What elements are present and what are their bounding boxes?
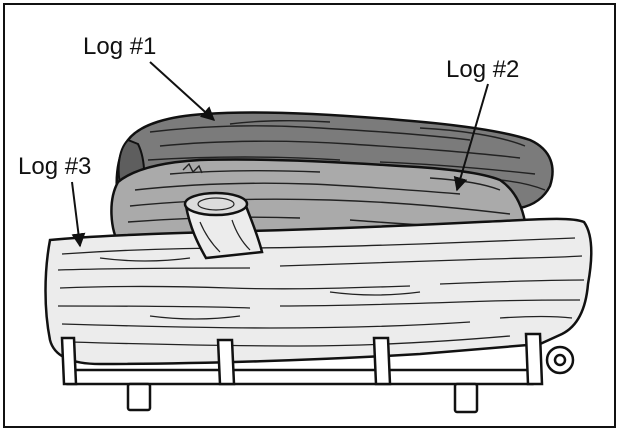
grate-back-rail bbox=[63, 368, 537, 386]
grate-front bbox=[60, 332, 575, 386]
log-3-branch bbox=[184, 204, 264, 260]
leader-log-1 bbox=[149, 61, 216, 121]
callout-log-1: Log #1 bbox=[83, 33, 216, 121]
log-1-bark-texture bbox=[147, 120, 546, 191]
grate bbox=[63, 368, 537, 414]
leader-log-2 bbox=[453, 83, 489, 192]
callout-log-2: Log #2 bbox=[446, 56, 519, 192]
log-3-bark-texture bbox=[57, 237, 585, 347]
leader-log-3 bbox=[71, 181, 86, 248]
grate-upright-2 bbox=[216, 338, 236, 386]
label-log-1: Log #1 bbox=[83, 33, 156, 60]
callout-log-3: Log #3 bbox=[18, 153, 91, 248]
log-3-branch-end bbox=[183, 191, 249, 217]
grate-upright-3 bbox=[372, 336, 392, 386]
grate-upright-1 bbox=[60, 336, 78, 386]
grate-foot-left bbox=[126, 382, 152, 412]
label-log-2: Log #2 bbox=[446, 56, 519, 83]
grate-upright-4 bbox=[524, 332, 544, 386]
grate-foot-right bbox=[453, 382, 479, 414]
label-log-3: Log #3 bbox=[18, 153, 91, 180]
